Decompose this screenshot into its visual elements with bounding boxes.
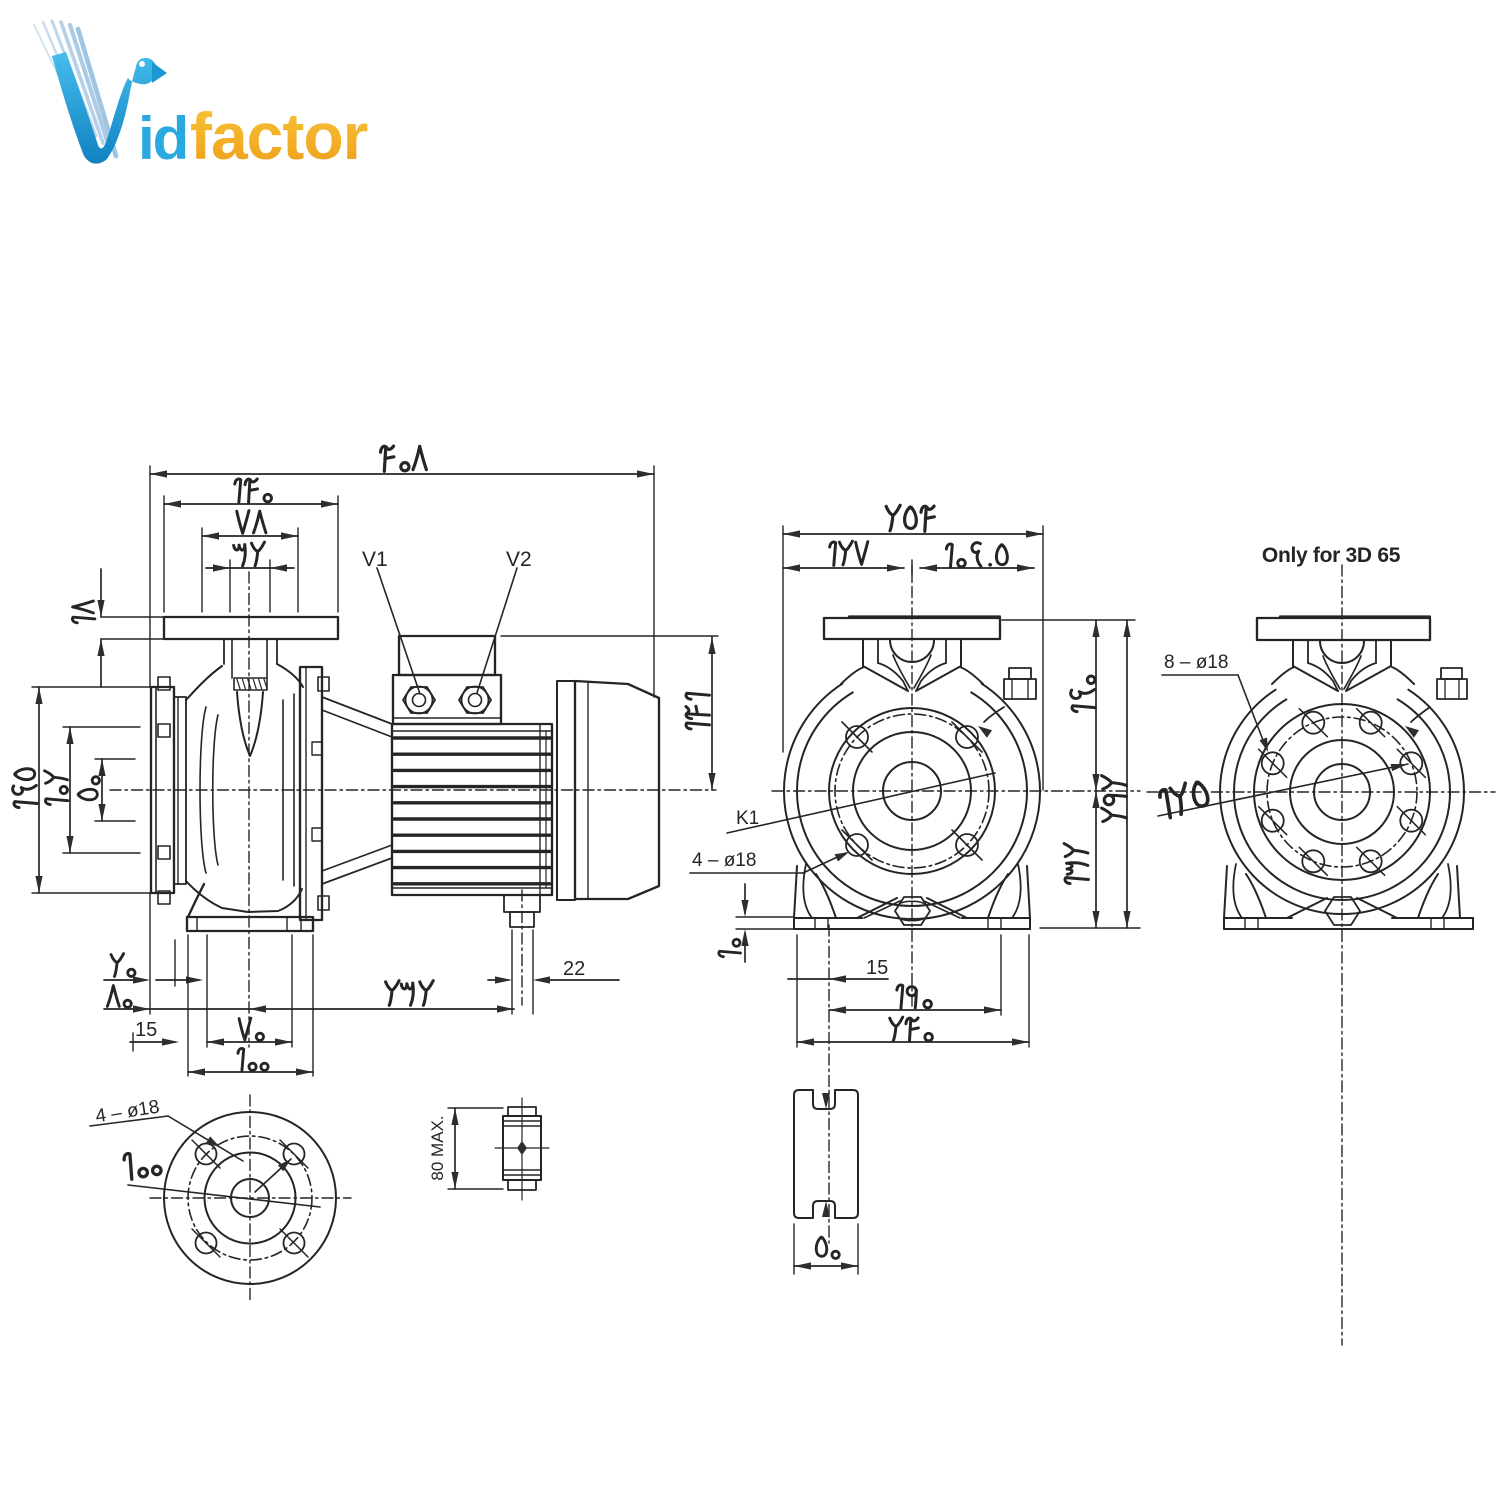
svg-text:15: 15	[135, 1019, 157, 1041]
svg-text:K1: K1	[736, 808, 759, 829]
svg-text:22: 22	[563, 958, 585, 980]
svg-text:80 MAX.: 80 MAX.	[428, 1115, 447, 1180]
svg-text:Only for 3D 65: Only for 3D 65	[1262, 544, 1401, 567]
svg-text:V1: V1	[362, 548, 388, 571]
svg-text:15: 15	[866, 957, 888, 979]
svg-text:V2: V2	[506, 548, 532, 571]
svg-text:id: id	[138, 105, 187, 172]
svg-text:8 – ø18: 8 – ø18	[1164, 652, 1228, 673]
svg-text:factor: factor	[190, 99, 368, 173]
svg-text:4 – ø18: 4 – ø18	[692, 850, 756, 871]
